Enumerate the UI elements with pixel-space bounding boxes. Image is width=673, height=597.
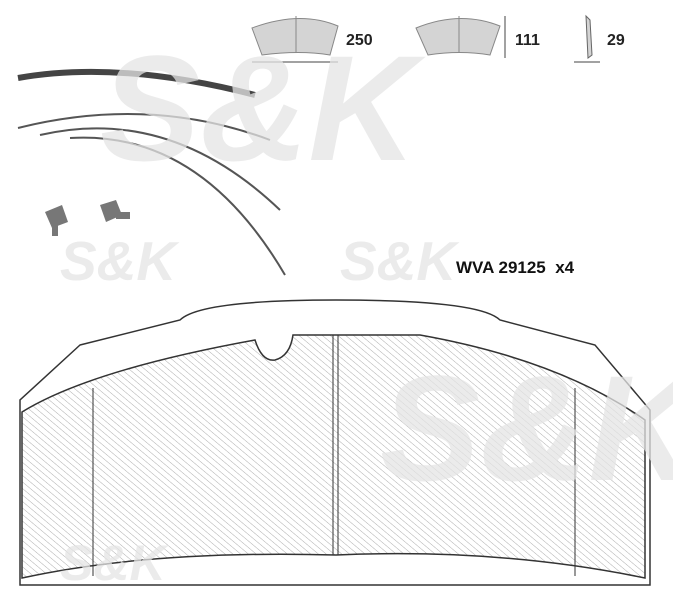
width-dimension: 250 <box>346 32 373 49</box>
watermark-text: S&K <box>380 344 673 512</box>
watermark-text: S&K <box>100 24 426 192</box>
height-dimension: 111 <box>515 32 540 49</box>
product-code: WVA 29125 <box>456 258 546 277</box>
pad-side-view <box>574 14 600 63</box>
watermark-text: S&K <box>340 230 460 292</box>
pad-front-view <box>251 16 339 63</box>
pad-height-view <box>415 16 506 58</box>
watermark-text: S&K <box>60 230 180 292</box>
brake-pad-main <box>19 299 651 586</box>
watermark-text: S&K <box>60 535 169 591</box>
retaining-springs <box>17 68 286 276</box>
bolts <box>45 200 130 236</box>
thickness-dimension: 29 <box>607 32 625 49</box>
watermark: S&K S&K S&K S&K S&K <box>60 24 673 591</box>
product-label: WVA 29125 x4 <box>456 258 574 278</box>
product-quantity: x4 <box>555 258 575 277</box>
